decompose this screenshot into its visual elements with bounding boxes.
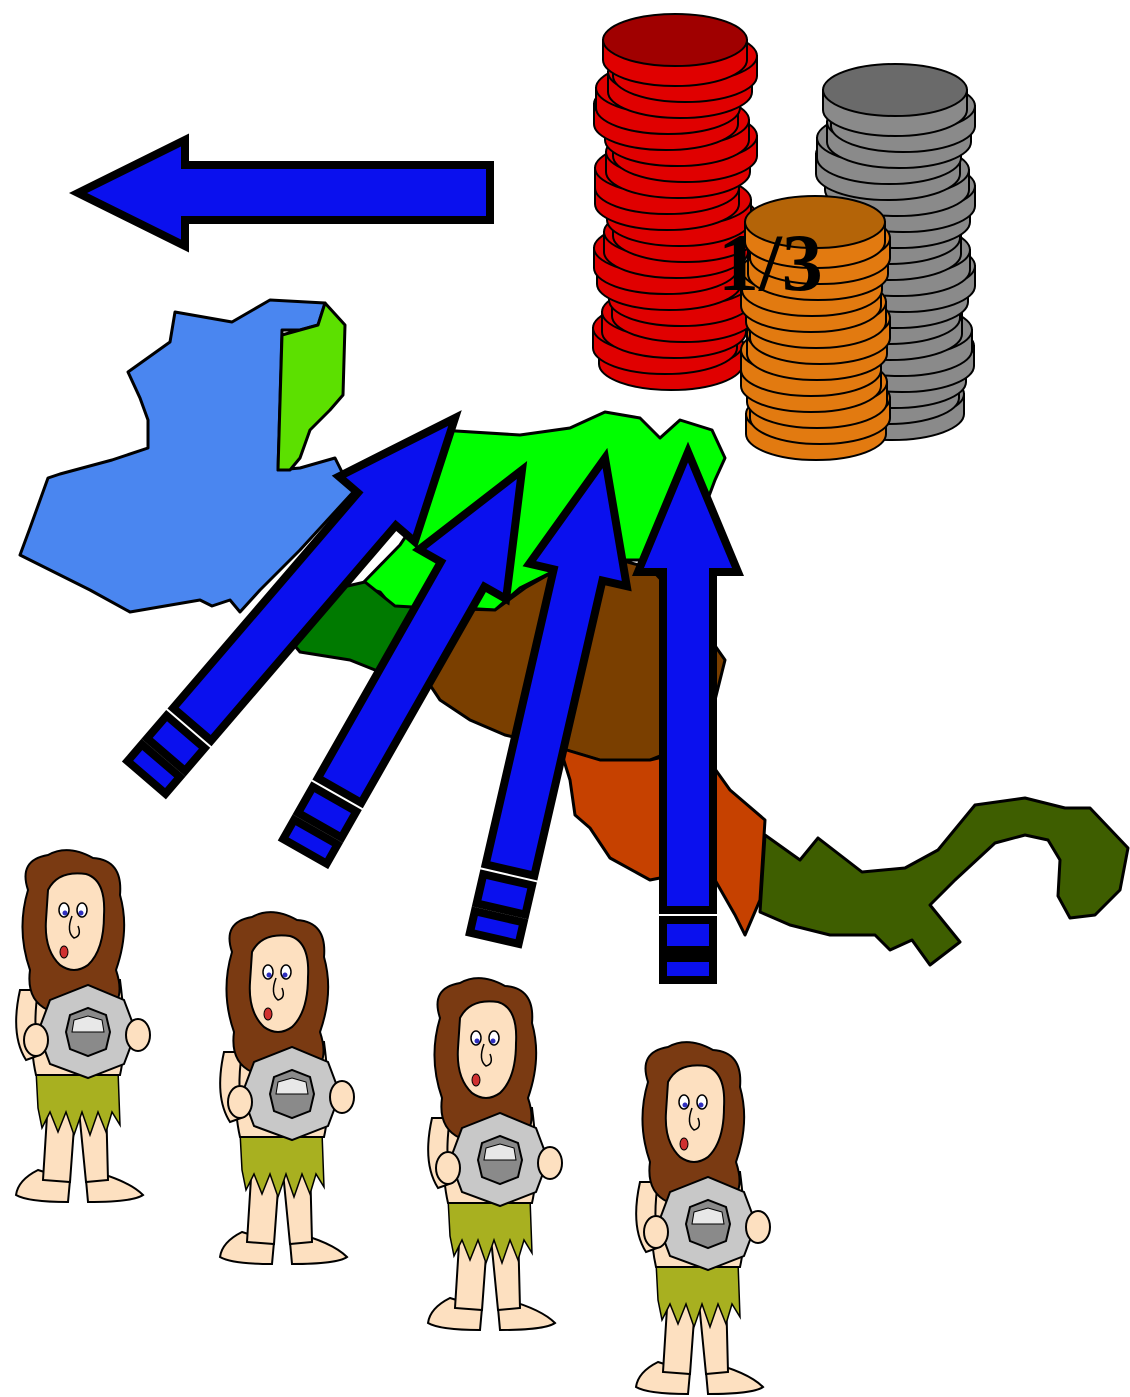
caveman-icon: [427, 977, 563, 1331]
caveman-icon: [15, 849, 151, 1203]
caveman-icon: [635, 1041, 771, 1395]
map-region-lime: [276, 301, 347, 472]
coin-stacks: [592, 13, 976, 461]
up-arrow-icon: [277, 460, 528, 870]
map-region-olive: [758, 796, 1130, 967]
up-arrow-icon: [632, 441, 744, 984]
left-arrow-icon: [68, 133, 494, 253]
coin-fraction-label: 1/3: [718, 217, 823, 308]
up-arrows: [121, 410, 744, 984]
coin-stack-orange: [740, 195, 891, 461]
coin-face: [744, 195, 886, 249]
coin-stack-red: [592, 13, 758, 391]
cavemen: [15, 849, 771, 1395]
caveman-icon: [219, 911, 355, 1265]
coin-face: [602, 13, 748, 67]
up-arrow-icon: [121, 410, 462, 800]
up-arrow-icon: [465, 447, 632, 949]
coin-face: [822, 63, 968, 117]
